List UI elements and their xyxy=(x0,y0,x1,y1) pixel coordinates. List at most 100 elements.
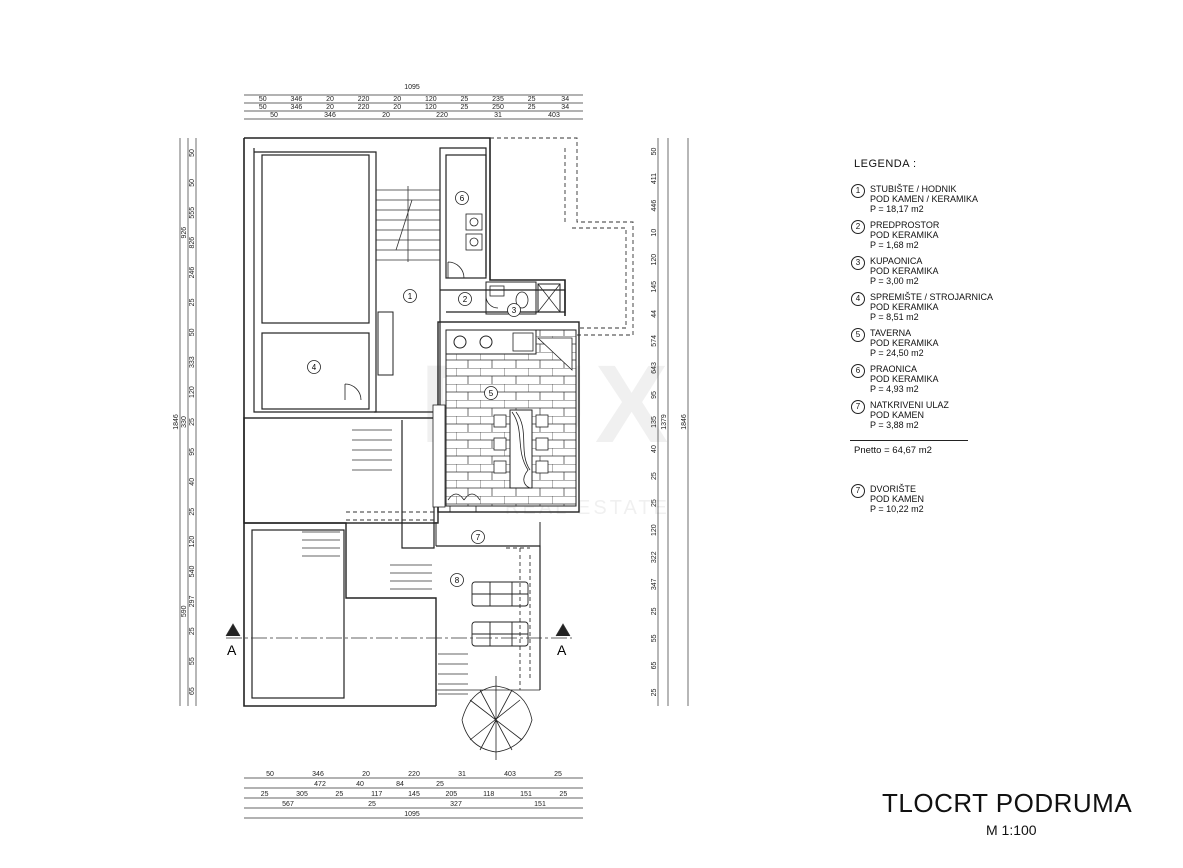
legend-room-name: DVORIŠTE xyxy=(870,484,917,494)
room-number: 4 xyxy=(312,363,317,372)
legend-number: 4 xyxy=(851,292,865,306)
dimension-label: 151 xyxy=(534,801,546,808)
dimension-label: 55 xyxy=(189,657,196,665)
dimension-label: 25 xyxy=(528,96,536,103)
dimension-label: 20 xyxy=(382,112,390,119)
dimension-label: 555 xyxy=(189,207,196,219)
legend-area: P = 18,17 m2 xyxy=(870,204,924,214)
dimension-label: 220 xyxy=(436,112,448,119)
legend-floor: POD KAMEN xyxy=(870,410,925,420)
legend-room-name: SPREMIŠTE / STROJARNICA xyxy=(870,292,994,302)
doors xyxy=(344,261,499,401)
dimension-label: 40 xyxy=(356,781,364,788)
dimension-label: 25 xyxy=(189,418,196,426)
dimension-label: 25 xyxy=(189,627,196,635)
dimension-label: 25 xyxy=(651,607,658,615)
dimension-label: 95 xyxy=(651,391,658,399)
legend-room-name: STUBIŠTE / HODNIK xyxy=(870,184,957,194)
legend-room-name: PRAONICA xyxy=(870,364,918,374)
dimension-label: 25 xyxy=(528,104,536,111)
legend-area: P = 4,93 m2 xyxy=(870,384,919,394)
dimension-label: 55 xyxy=(651,634,658,642)
dimension-label: 347 xyxy=(651,578,658,590)
dimension-label: 120 xyxy=(425,96,437,103)
dimension-label: 34 xyxy=(561,96,569,103)
tree-symbol xyxy=(461,676,533,760)
dimension-label: 120 xyxy=(651,254,658,266)
room-number: 2 xyxy=(463,295,468,304)
legend-area: P = 3,00 m2 xyxy=(870,276,919,286)
room-number: 8 xyxy=(455,576,460,585)
taverna-room xyxy=(432,321,580,513)
legend-number: 3 xyxy=(851,256,865,270)
dimension-label: 25 xyxy=(335,791,343,798)
room-number-circle xyxy=(307,360,321,374)
dimension-label: 403 xyxy=(504,771,516,778)
dimension-label: 1379 xyxy=(661,414,668,430)
dimension-label: 135 xyxy=(651,416,658,428)
dimension-label: 25 xyxy=(189,508,196,516)
room-number: 5 xyxy=(489,389,494,398)
dimension-label: 84 xyxy=(396,781,404,788)
dimension-label: 34 xyxy=(561,104,569,111)
legend-number: 5 xyxy=(851,328,865,342)
dashed-outlines xyxy=(346,137,634,690)
dimension-label: 574 xyxy=(651,335,658,347)
dimension-label: 20 xyxy=(393,104,401,111)
room-number-circle xyxy=(455,191,469,205)
room-number-circle xyxy=(450,573,464,587)
dimension-label: 50 xyxy=(189,179,196,187)
dimension-label: 40 xyxy=(651,445,658,453)
legend-number: 1 xyxy=(851,184,865,198)
legend-floor: POD KAMEN / KERAMIKA xyxy=(870,194,979,204)
legend-room-name: NATKRIVENI ULAZ xyxy=(870,400,949,410)
dimension-label: 305 xyxy=(296,791,308,798)
dimension-label: 50 xyxy=(189,328,196,336)
dimension-label: 220 xyxy=(358,104,370,111)
stairs xyxy=(302,186,468,695)
drawing-scale: M 1:100 xyxy=(986,822,1037,838)
dimension-label: 44 xyxy=(651,310,658,318)
dimension-label: 25 xyxy=(651,472,658,480)
legend-divider xyxy=(850,440,968,441)
dimension-label: 50 xyxy=(266,771,274,778)
dimension-label: 346 xyxy=(291,96,303,103)
room-number: 3 xyxy=(512,306,517,315)
dimension-label: 10 xyxy=(651,229,658,237)
dimension-label: 25 xyxy=(461,104,469,111)
dimension-label: 590 xyxy=(181,605,188,617)
legend-floor: POD KERAMIKA xyxy=(870,302,939,312)
dimension-label: 1095 xyxy=(404,84,420,91)
legend-floor: POD KAMEN xyxy=(870,494,925,504)
dimension-label: 643 xyxy=(651,362,658,374)
dimension-label: 25 xyxy=(651,499,658,507)
dimension-label: 65 xyxy=(189,687,196,695)
legend-number: 6 xyxy=(851,364,865,378)
dimension-label: 95 xyxy=(189,448,196,456)
section-line xyxy=(225,623,572,639)
dimension-label: 1095 xyxy=(404,811,420,818)
legend-number: 7 xyxy=(851,400,865,414)
dimension-label: 246 xyxy=(189,267,196,279)
dimension-label: 117 xyxy=(371,791,382,798)
dimension-label: 120 xyxy=(189,386,196,398)
dimension-label: 50 xyxy=(259,104,267,111)
dimension-label: 540 xyxy=(189,566,196,578)
dimension-label: 250 xyxy=(492,104,504,111)
dimension-label: 25 xyxy=(436,781,444,788)
legend-area: P = 1,68 m2 xyxy=(870,240,919,250)
dimension-label: 567 xyxy=(282,801,294,808)
dimension-label: 472 xyxy=(314,781,326,788)
room-number: 6 xyxy=(460,194,465,203)
dimension-label: 25 xyxy=(261,791,269,798)
dimension-label: 322 xyxy=(651,551,658,563)
